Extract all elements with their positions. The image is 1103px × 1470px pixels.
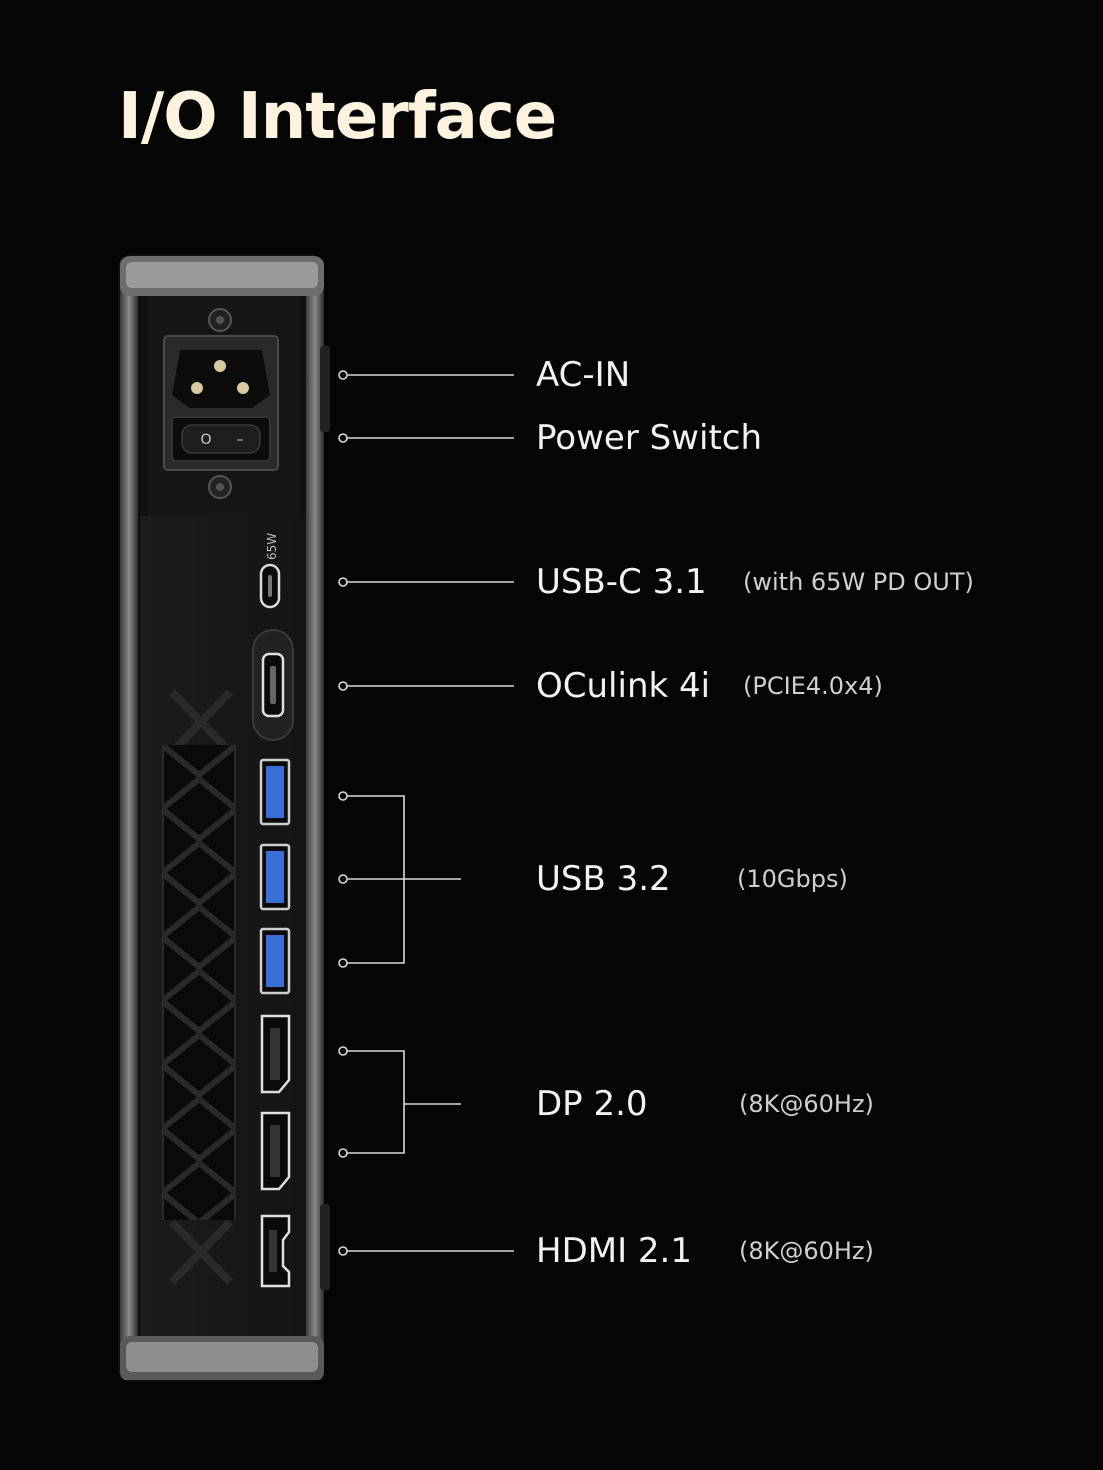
port-note-hdmi: (8K@60Hz): [739, 1237, 874, 1265]
port-note-usb-a: (10Gbps): [737, 865, 848, 893]
connector-dots: [338, 370, 348, 1256]
switch-off-symbol: O: [200, 432, 211, 448]
usb-c-port-icon: [259, 563, 281, 609]
usb-a-port-icon: [259, 927, 291, 995]
port-label-usb-a: USB 3.2: [536, 859, 671, 899]
page-title: I/O Interface: [118, 80, 557, 154]
switch-on-symbol: –: [237, 432, 244, 448]
power-switch-icon: O –: [171, 416, 271, 462]
leader-lines: [347, 374, 514, 1252]
displayport-port-icon: [260, 1111, 291, 1191]
port-note-oculink: (PCIE4.0x4): [743, 672, 883, 700]
usb-a-port-icon: [259, 758, 291, 826]
port-label-displayport: DP 2.0: [536, 1084, 648, 1124]
screw-icon: [208, 308, 232, 499]
port-label-usb-c: USB-C 3.1: [536, 562, 707, 602]
usbc-power-marking: 65W: [265, 533, 279, 560]
port-note-usb-c: (with 65W PD OUT): [743, 568, 974, 596]
usb-a-port-icon: [259, 843, 291, 911]
port-note-displayport: (8K@60Hz): [739, 1090, 874, 1118]
port-label-oculink: OCulink 4i: [536, 666, 711, 706]
displayport-port-icon: [260, 1014, 291, 1094]
port-label-power-switch: Power Switch: [536, 418, 763, 458]
oculink-port-icon: [252, 629, 294, 741]
vent-grille: [162, 745, 236, 1220]
port-label-ac-in: AC-IN: [536, 355, 631, 395]
brand-logo: [169, 689, 233, 1285]
hdmi-port-icon: [260, 1214, 291, 1288]
port-label-hdmi: HDMI 2.1: [536, 1231, 692, 1271]
